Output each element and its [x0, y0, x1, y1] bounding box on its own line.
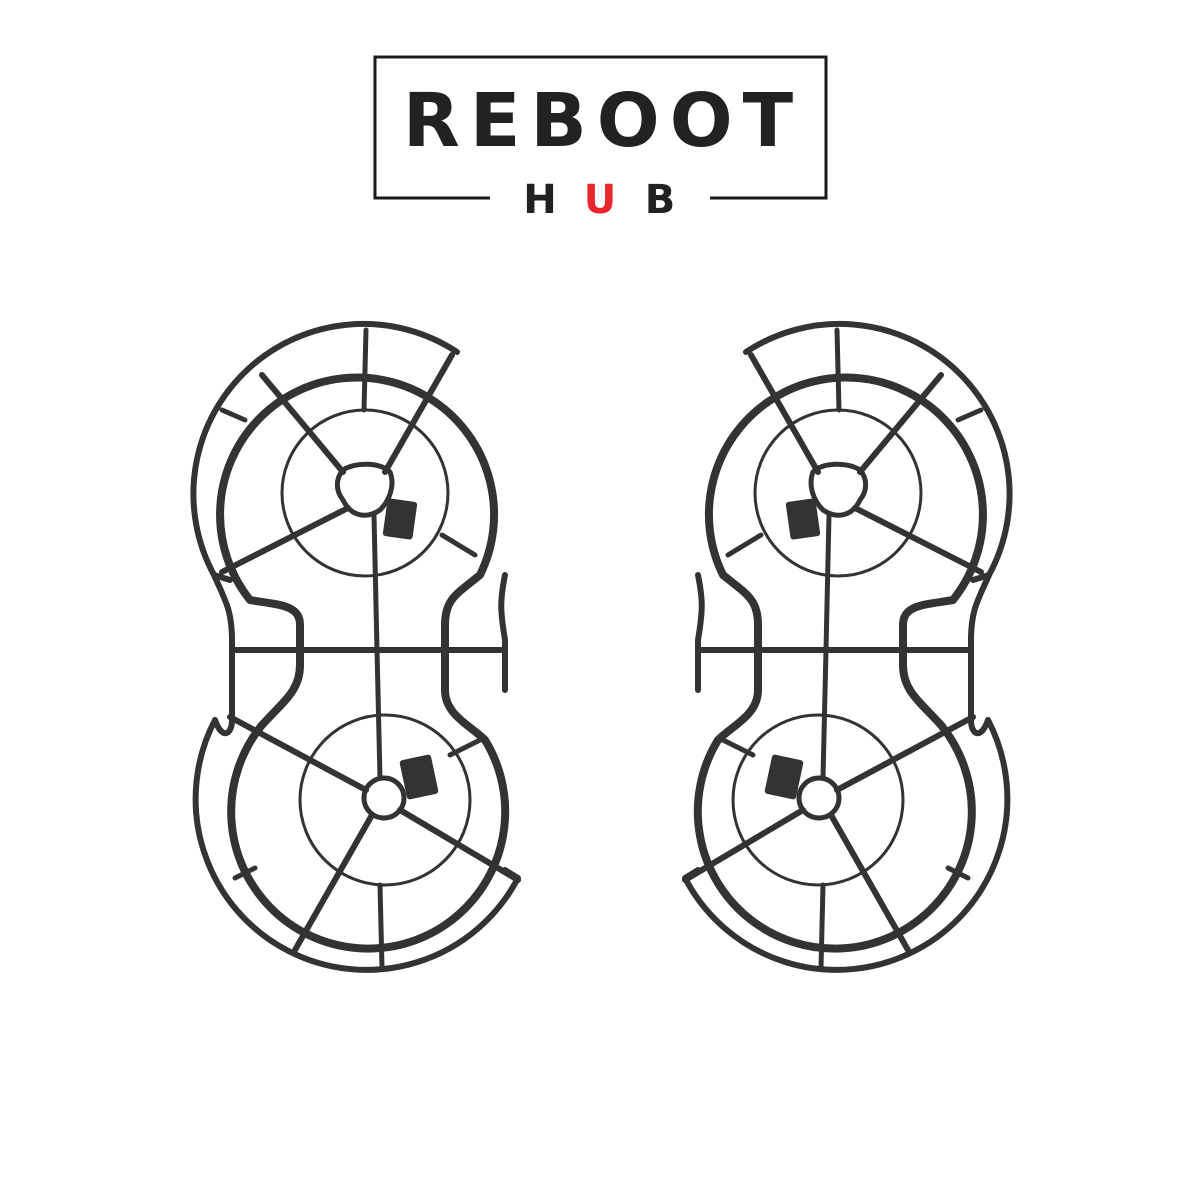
logo-hub-b: B	[645, 177, 676, 223]
right-guard	[685, 324, 1010, 970]
left-guard	[193, 324, 518, 970]
logo-frame	[373, 55, 828, 200]
brand-logo: REBOOT H U B	[373, 55, 828, 223]
logo-reboot-text: REBOOT	[403, 78, 803, 164]
logo-hub-h: H	[523, 177, 556, 223]
logo-hub-u: U	[584, 177, 616, 223]
